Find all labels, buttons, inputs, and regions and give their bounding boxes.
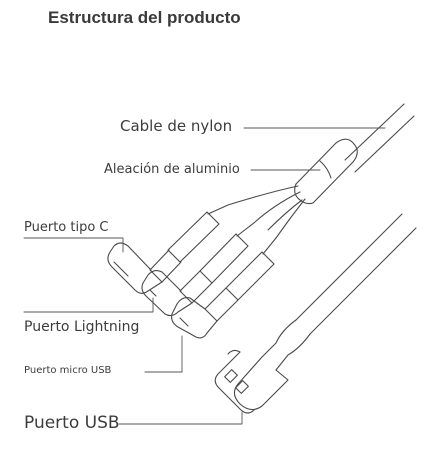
nylon-cable-illustration — [207, 103, 415, 255]
leader-usb — [118, 411, 243, 425]
label-usb-port: Puerto USB — [24, 413, 120, 433]
lightning-connector-illustration — [141, 233, 249, 317]
leader-lightning — [23, 297, 154, 313]
leader-micro-usb — [144, 335, 183, 373]
usb-cable-illustration — [214, 213, 417, 414]
page-title: Estructura del producto — [48, 8, 241, 27]
micro-usb-connector-illustration — [171, 251, 275, 339]
type-c-connector-illustration — [107, 211, 220, 294]
label-lightning-port: Puerto Lightning — [24, 319, 140, 335]
label-leader-lines — [23, 127, 386, 425]
label-aluminum-alloy: Aleación de aluminio — [104, 162, 240, 177]
label-type-c-port: Puerto tipo C — [24, 220, 109, 235]
label-micro-usb-port: Puerto micro USB — [24, 365, 112, 376]
label-nylon-cable: Cable de nylon — [120, 117, 233, 135]
leader-type-c — [23, 237, 124, 253]
